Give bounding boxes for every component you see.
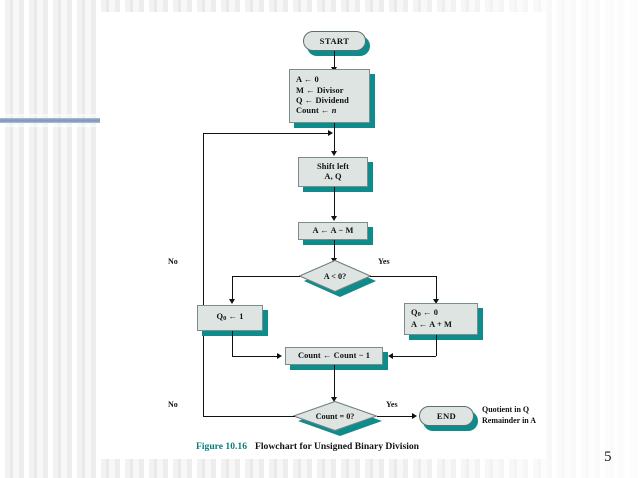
edge-start-to-init <box>334 51 335 69</box>
end-terminal[interactable]: END <box>419 406 474 426</box>
init-line-4-text: Count ← <box>296 106 332 116</box>
edge-neg-yes-vertical <box>436 276 437 301</box>
restore-line-2: A ← A + M <box>411 320 453 329</box>
test-count-decision[interactable]: Count = 0? <box>293 401 382 436</box>
test-count-label-wrap: Count = 0? <box>293 401 377 431</box>
edge-count-to-decision-arrow <box>331 397 337 402</box>
figure-caption-text: Flowchart for Unsigned Binary Division <box>255 441 419 452</box>
edge-restore-to-count <box>391 356 436 357</box>
edge-count-yes-to-end <box>377 416 415 417</box>
slide-accent-bar-gloss <box>0 114 104 127</box>
result-annotation-line-1: Quotient in Q <box>482 405 530 414</box>
loopback-top-line <box>203 133 331 134</box>
restore-line-1: Q0 ← 0 <box>411 308 438 320</box>
edge-init-to-shift-arrow <box>331 151 337 156</box>
dec-count-box[interactable]: Count ← Count − 1 <box>285 347 383 365</box>
test-count-outline <box>293 401 377 431</box>
test-count-no-label: No <box>168 400 178 409</box>
init-box[interactable]: A ← 0 M ← Divisor Q ← Dividend Count ← n <box>289 69 370 123</box>
edge-q1-down <box>232 331 233 356</box>
init-line-2: M ← Divisor <box>296 85 344 95</box>
test-count-label: Count = 0? <box>315 411 355 421</box>
set-q1-box[interactable]: Q0 ← 1 <box>197 305 263 331</box>
restore-line-1-post: ← 0 <box>420 307 439 317</box>
edge-count-no-to-loopback <box>203 416 295 417</box>
edge-restore-to-count-arrow <box>388 353 393 359</box>
edge-subtract-to-decision <box>334 240 335 260</box>
test-negative-yes-label: Yes <box>378 257 390 266</box>
test-negative-decision[interactable]: A < 0? <box>299 260 376 297</box>
figure-caption: Figure 10.16 Flowchart for Unsigned Binar… <box>196 441 419 452</box>
edge-neg-no-arrow <box>229 299 235 304</box>
restore-line-1-sub: 0 <box>417 310 421 318</box>
result-annotation-line-2: Remainder in A <box>482 415 537 425</box>
set-q1-label: Q0 ← 1 <box>216 312 243 324</box>
result-annotation: Quotient in Q Remainder in A <box>482 405 536 426</box>
dec-count-label: Count ← Count − 1 <box>297 350 371 360</box>
shift-line-1: Shift left <box>317 161 349 171</box>
shift-box[interactable]: Shift left A, Q <box>298 157 368 187</box>
edge-neg-no-vertical <box>232 276 233 301</box>
init-line-4: Count ← n <box>296 106 336 116</box>
edge-shift-to-subtract <box>334 187 335 218</box>
edge-neg-yes-horizontal <box>370 276 436 277</box>
edge-count-to-decision <box>334 365 335 399</box>
subtract-box[interactable]: A ← A − M <box>298 222 368 240</box>
init-line-1: A ← 0 <box>296 75 319 85</box>
edge-shift-to-subtract-arrow <box>331 216 337 221</box>
end-terminal-label: END <box>436 411 457 421</box>
start-terminal[interactable]: START <box>303 31 366 51</box>
edge-q1-to-count-arrow <box>277 353 282 359</box>
test-negative-no-label: No <box>168 257 178 266</box>
edge-neg-yes-arrow <box>433 299 439 304</box>
test-negative-outline <box>299 260 371 292</box>
restore-box[interactable]: Q0 ← 0 A ← A + M <box>404 303 478 335</box>
slide-page-number: 5 <box>604 449 612 465</box>
start-terminal-label: START <box>319 36 350 46</box>
edge-restore-down <box>436 335 437 356</box>
subtract-label: A ← A − M <box>312 225 354 235</box>
loopback-left-line <box>203 133 204 416</box>
test-negative-label-wrap: A < 0? <box>299 260 371 292</box>
set-q1-label-sub: 0 <box>223 314 227 322</box>
figure-panel: START A ← 0 M ← Divisor Q ← Dividend Cou… <box>100 12 546 459</box>
test-negative-label: A < 0? <box>323 271 347 281</box>
shift-line-2: A, Q <box>324 172 342 181</box>
figure-caption-number: Figure 10.16 <box>196 441 247 452</box>
loopback-join-arrow <box>328 130 333 136</box>
restore-line-1-pre: Q <box>411 307 418 317</box>
set-q1-label-pre: Q <box>216 311 224 321</box>
test-count-yes-label: Yes <box>386 400 398 409</box>
edge-init-to-shift <box>334 123 335 153</box>
init-line-3: Q ← Dividend <box>296 96 349 105</box>
edge-q1-to-count <box>232 356 280 357</box>
edge-neg-no-horizontal <box>232 276 300 277</box>
init-line-4-var: n <box>331 106 337 116</box>
edge-count-yes-arrow <box>412 413 417 419</box>
set-q1-label-post: ← 1 <box>226 311 244 321</box>
